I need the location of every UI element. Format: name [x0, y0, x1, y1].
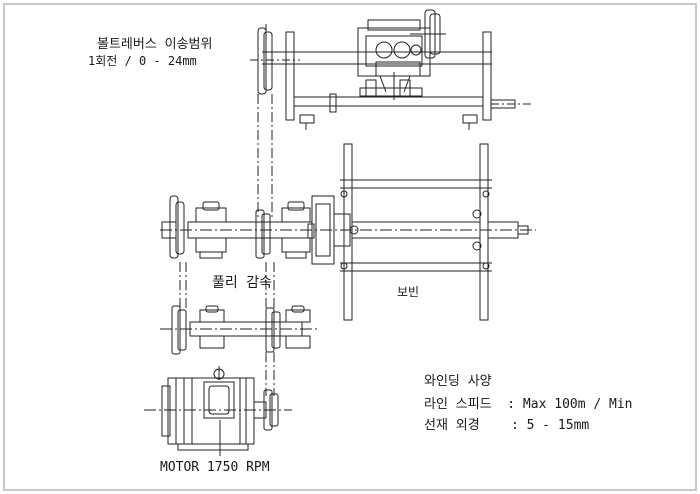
line-speed-spec: 라인 스피드 : Max 100m / Min	[424, 397, 633, 412]
wire-diameter-spec: 선재 외경 : 5 - 15mm	[424, 418, 590, 433]
reducer-shaft	[160, 305, 318, 355]
motor-label: MOTOR 1750 RPM	[160, 460, 270, 475]
winding-spec-title: 와인딩 사양	[424, 374, 492, 389]
bobbin	[340, 143, 529, 321]
traverse-unit	[250, 9, 532, 130]
motor	[144, 366, 292, 456]
traverse-range-title: 볼트레버스 이송범위	[97, 37, 213, 52]
pulley-reduction-label: 풀리 감속	[212, 275, 272, 291]
traverse-belt	[257, 94, 273, 218]
main-shaft	[160, 195, 536, 265]
drawing-border	[3, 3, 697, 491]
reducer-belt	[179, 262, 275, 318]
bobbin-label: 보빈	[397, 285, 420, 299]
traverse-range-value: 1회전 / 0 - 24mm	[88, 54, 197, 68]
motor-belt	[265, 352, 275, 396]
